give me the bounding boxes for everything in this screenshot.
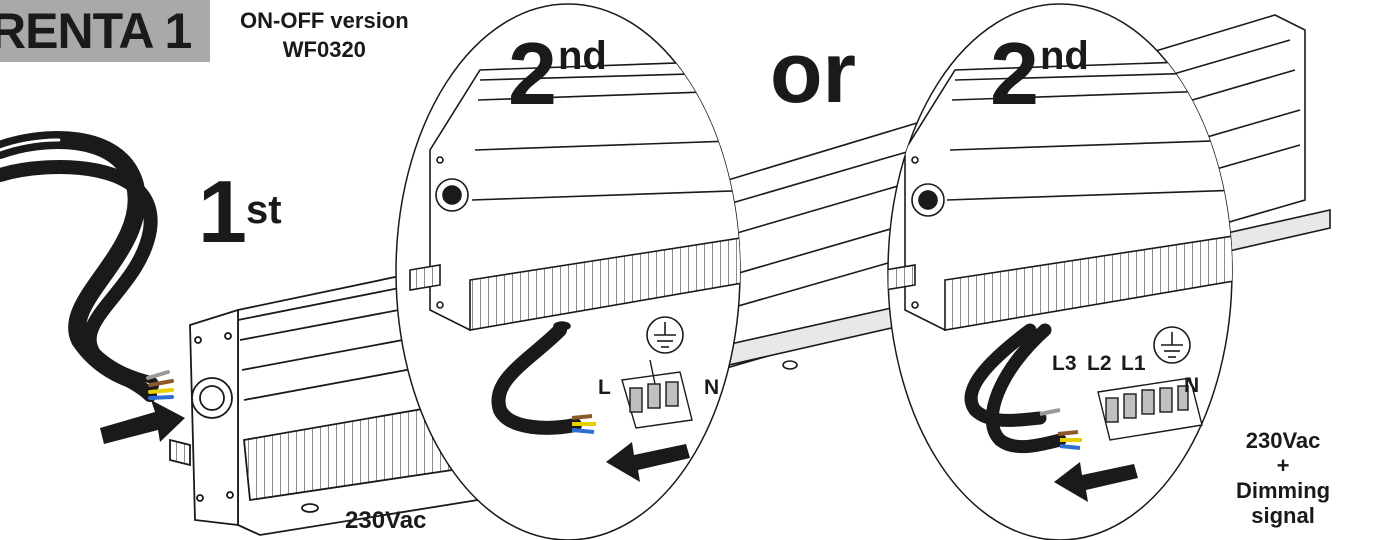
step-2b-suffix: nd: [1040, 34, 1089, 78]
version-line-1: ON-OFF version: [240, 8, 409, 33]
terminal-l3: L3: [1052, 352, 1077, 375]
product-title: RENTA 1: [0, 3, 192, 59]
connector-3pole: [621, 359, 693, 429]
version-label: ON-OFF version WF0320: [240, 6, 409, 64]
ground-icon: [646, 316, 684, 354]
arrow-left-icon: [606, 442, 690, 482]
terminal-l2: L2: [1087, 352, 1112, 375]
supply-dimming-line-3: Dimming: [1236, 478, 1331, 503]
arrow-right-icon: [100, 400, 185, 444]
connector-5pole: [1097, 377, 1203, 441]
supply-onoff-label: 230Vac: [345, 507, 427, 534]
step-2a-suffix: nd: [558, 34, 607, 78]
title-box: [0, 0, 210, 62]
terminal-n: N: [704, 376, 720, 399]
arrow-left-icon: [1054, 462, 1138, 502]
terminal-l1: L1: [1121, 352, 1146, 375]
step-1-suffix: st: [246, 188, 282, 232]
supply-dimming-line-4: signal: [1251, 503, 1315, 528]
terminal-n: N: [1184, 374, 1200, 397]
incoming-cable: [0, 131, 174, 402]
version-line-2: WF0320: [282, 37, 366, 62]
step-2b-number: 2: [990, 24, 1039, 123]
callout-dimming: [887, 3, 1233, 540]
supply-dimming-line-2: +: [1276, 453, 1290, 478]
step-1-number: 1: [198, 162, 247, 261]
step-2a-number: 2: [508, 24, 557, 123]
or-label: or: [770, 25, 856, 121]
supply-dimming-label: 230Vac + Dimming signal: [1236, 428, 1330, 528]
callout-onoff: [395, 3, 741, 540]
ground-icon: [1153, 326, 1191, 364]
supply-dimming-line-1: 230Vac: [1245, 428, 1321, 453]
terminal-l: L: [598, 376, 611, 399]
